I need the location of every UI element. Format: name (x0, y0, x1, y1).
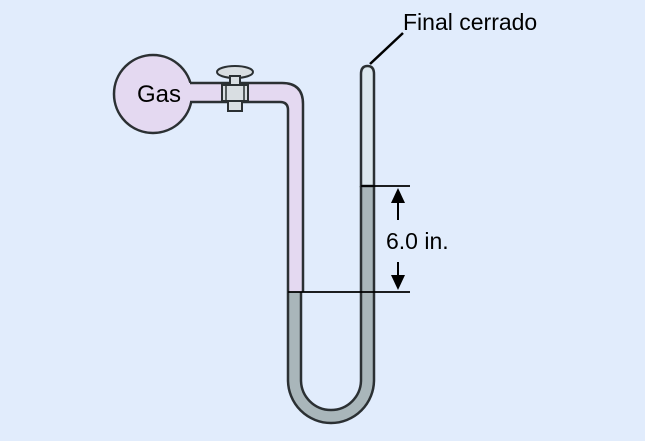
valve-icon (216, 65, 254, 112)
height-difference-label: 6.0 in. (386, 228, 449, 254)
gas-pipe-horizontal (188, 83, 303, 292)
u-tube-outline (286, 186, 376, 425)
closed-tube-end (359, 64, 376, 188)
gas-label: Gas (137, 81, 181, 108)
height-dimension-arrow (391, 188, 405, 290)
u-tube-inner-outline (299, 186, 363, 412)
closed-end-label: Final cerrado (403, 9, 537, 35)
closed-end-leader-line (369, 32, 404, 65)
gas-pipe-outline-outer (190, 81, 305, 292)
gas-pipe-outline-inner (190, 100, 290, 292)
mercury-column (288, 186, 374, 423)
